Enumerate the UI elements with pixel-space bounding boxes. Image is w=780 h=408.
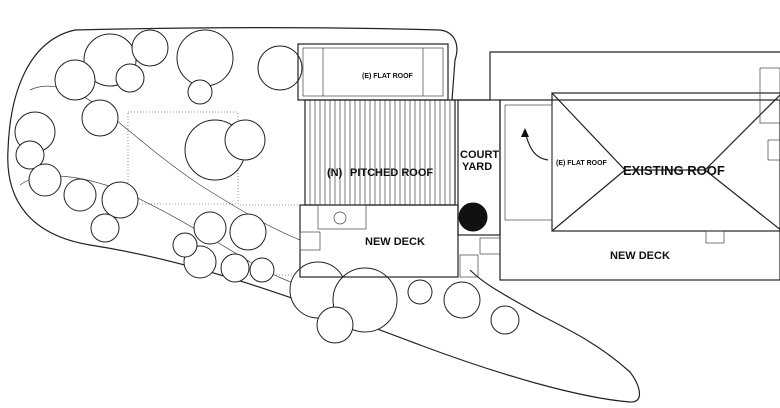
- tree-canopy: [172, 232, 198, 258]
- tree-canopy: [229, 213, 267, 251]
- tree-canopy: [101, 181, 139, 219]
- pitched-roof-tag: (N): [327, 167, 343, 179]
- new-deck-left-label: NEW DECK: [365, 236, 425, 248]
- new-deck-right-label: NEW DECK: [610, 250, 670, 262]
- flat-roof-right-label: (E) FLAT ROOF: [556, 160, 608, 167]
- tree-canopy: [90, 213, 120, 243]
- court-yard-label-1: COURT: [460, 149, 499, 161]
- court-yard-label-2: YARD: [462, 161, 492, 173]
- tree-canopy: [28, 163, 62, 197]
- tree-canopy: [249, 257, 275, 283]
- tree-canopy: [81, 99, 119, 137]
- tree-canopy: [131, 29, 169, 67]
- west-building: [297, 43, 501, 278]
- tree-canopy: [15, 140, 45, 170]
- tree-canopy: [490, 305, 520, 335]
- tree-canopy: [63, 178, 97, 212]
- tree-canopy: [224, 119, 266, 161]
- tree-canopy: [407, 279, 433, 305]
- pitched-roof-label: PITCHED ROOF: [350, 167, 433, 179]
- tree-canopy: [54, 59, 96, 101]
- tree-canopy: [187, 79, 213, 105]
- tree-canopy: [115, 63, 145, 93]
- roof-hatch: [309, 100, 451, 205]
- tree-canopy: [443, 281, 481, 319]
- tree-canopy: [193, 211, 227, 245]
- east-building: [499, 67, 780, 281]
- trees-west: [14, 29, 303, 283]
- court-yard-fixture: [458, 202, 488, 232]
- trees-south: [289, 261, 520, 344]
- tree-canopy: [220, 253, 250, 283]
- tree-canopy: [257, 45, 303, 91]
- tree-canopy: [316, 306, 354, 344]
- existing-roof-label: EXISTING ROOF: [623, 163, 725, 178]
- tree-canopy: [176, 29, 234, 87]
- flat-roof-top-label: (E) FLAT ROOF: [362, 73, 414, 80]
